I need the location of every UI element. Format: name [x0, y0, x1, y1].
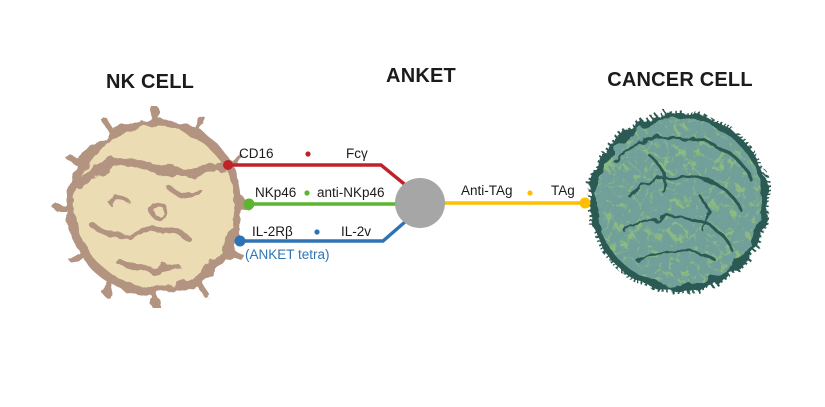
- anti-tag-label: Anti-TAg: [461, 183, 513, 198]
- cd16-label: CD16: [239, 146, 274, 161]
- nk-cell-illustration: [52, 106, 258, 308]
- il2rb-il2v-line: [240, 213, 415, 243]
- cancer-cell-wrinkle-texture: [596, 119, 762, 285]
- il2rb-label: IL-2Rβ: [252, 224, 293, 239]
- fcgamma-label: Fcγ: [346, 146, 368, 161]
- nk-cell-title: NK CELL: [105, 71, 195, 93]
- anti-nkp46-label: anti-NKp46: [317, 185, 385, 200]
- cd16-fcgamma-line: [228, 163, 416, 194]
- il2rb-anchor-dot: [234, 235, 246, 247]
- nkp46-mid-dot: [304, 190, 310, 196]
- cancer-cell-folds: [612, 136, 753, 264]
- il2v-label: IL-2v: [341, 224, 372, 239]
- cd16-anchor-dot: [223, 160, 233, 170]
- cancer-cell-title: CANCER CELL: [607, 69, 753, 91]
- cancer-cell-illustration: [587, 110, 771, 294]
- nkp46-anchor-dot: [243, 198, 255, 210]
- antitag-mid-dot: [527, 190, 533, 196]
- nk-cell-texture: [74, 157, 232, 273]
- cd16-fcgamma-mid-dot: [305, 151, 311, 157]
- tag-anchor-dot: [579, 197, 591, 209]
- anket-title: ANKET: [386, 65, 456, 87]
- tag-label: TAg: [551, 183, 575, 198]
- anket-node: [395, 178, 445, 228]
- nkp46-label: NKp46: [255, 185, 297, 200]
- anket-tetra-note: (ANKET tetra): [245, 247, 330, 262]
- il2rb-mid-dot: [314, 229, 320, 235]
